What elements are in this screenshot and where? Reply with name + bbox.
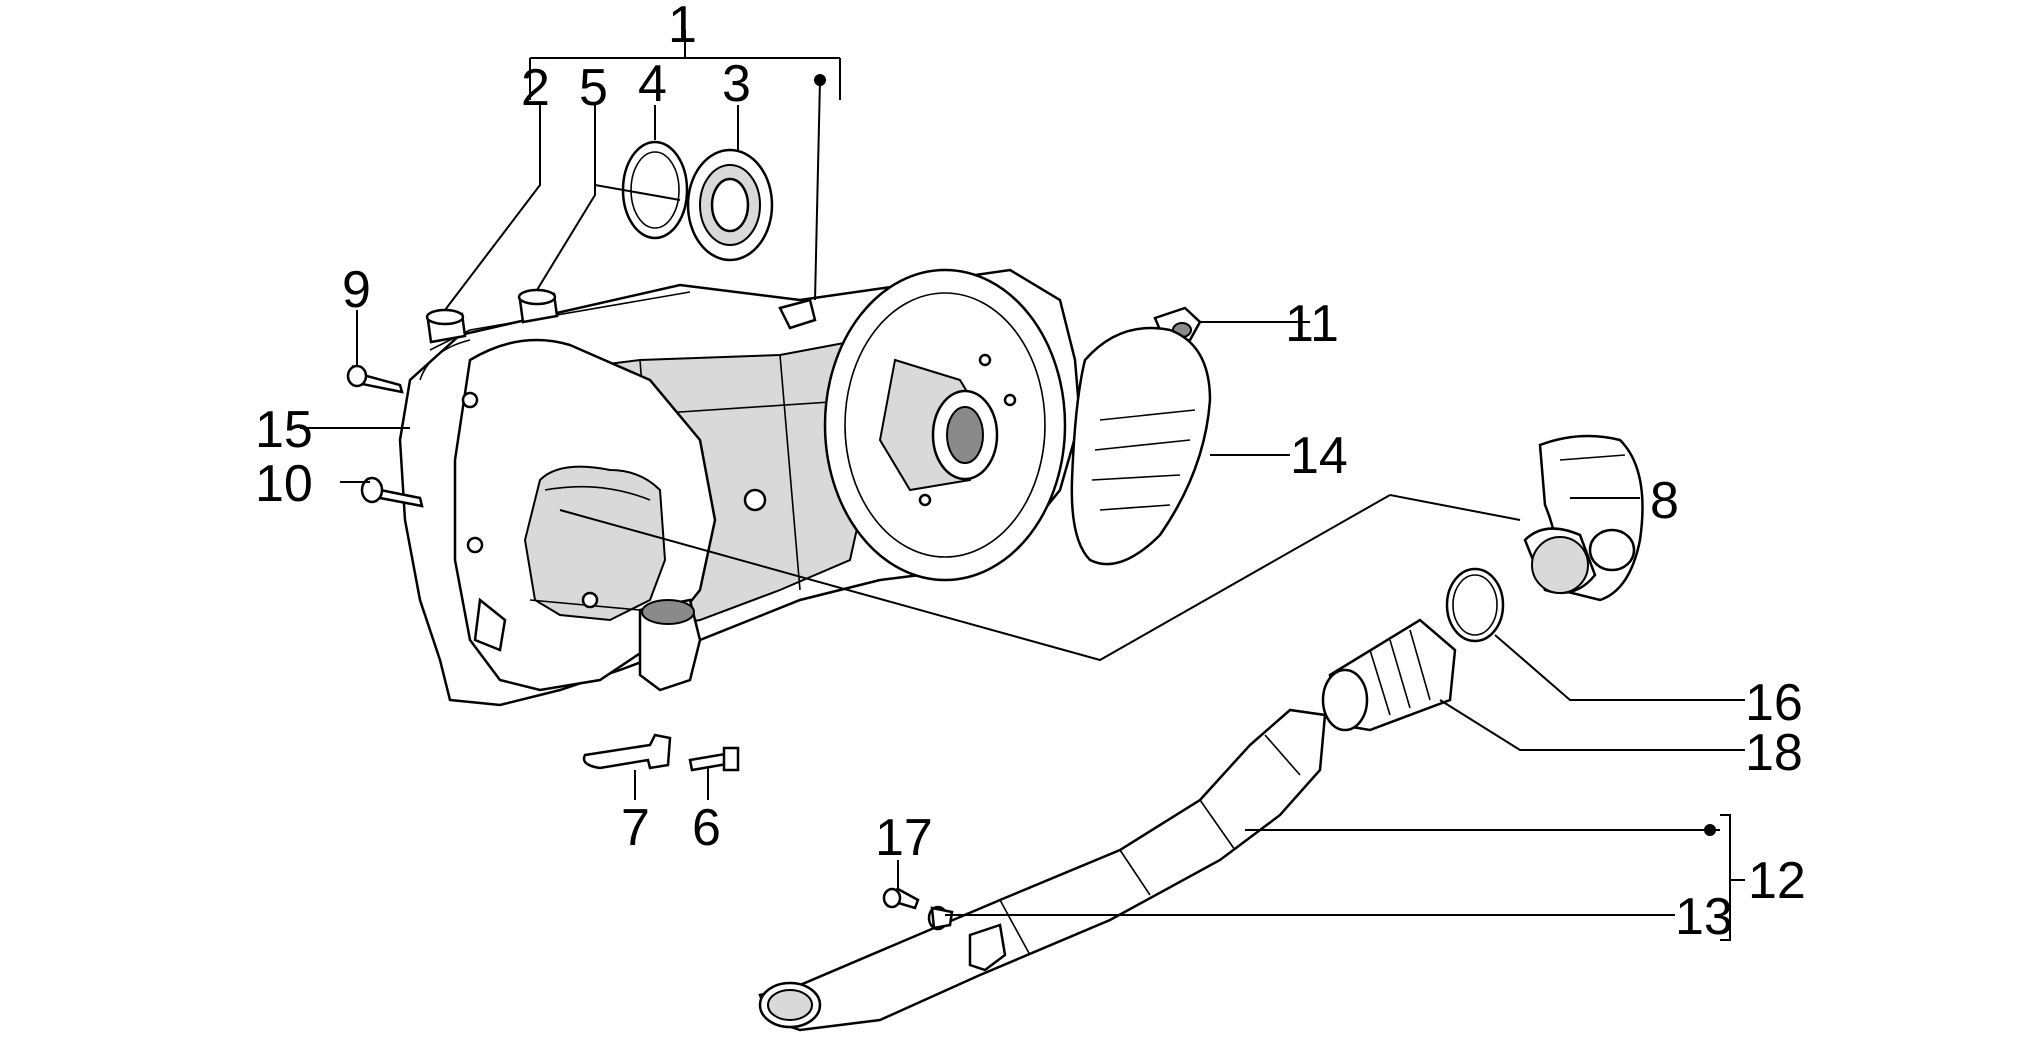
dowel-bushing-2: [425, 308, 467, 344]
callout-15: 15: [255, 401, 313, 459]
callout-12: 12: [1748, 852, 1806, 910]
screw-9: [346, 364, 404, 394]
bearing: [686, 148, 774, 262]
bellows-sleeve: [1321, 618, 1457, 732]
callout-6: 6: [692, 799, 721, 857]
callout-16: 16: [1745, 674, 1803, 732]
callout-3: 3: [722, 55, 751, 113]
callout-11: 11: [1285, 295, 1339, 353]
callout-4: 4: [638, 55, 667, 113]
callout-14: 14: [1290, 427, 1348, 485]
leader-lines: [300, 30, 1745, 941]
callout-5: 5: [579, 59, 608, 117]
snap-ring: [594, 140, 689, 240]
callout-9: 9: [342, 261, 371, 319]
callout-7: 7: [621, 799, 650, 857]
callout-18: 18: [1745, 724, 1803, 782]
hose-clamp: [1445, 567, 1505, 643]
callout-13: 13: [1675, 888, 1733, 946]
screw-10: [360, 476, 424, 508]
screw-17: [882, 887, 920, 910]
crankcase-cover: [398, 268, 1082, 707]
callout-labels: 1 2 3 4 5 6 7 8 9 10 11 12 13 14 15 16 1…: [255, 0, 1806, 946]
grommet: [927, 905, 954, 931]
callout-8: 8: [1650, 472, 1679, 530]
bracket: [582, 733, 672, 770]
dowel-bushing-5: [517, 288, 559, 324]
callout-1: 1: [668, 0, 697, 54]
bolt: [688, 746, 740, 772]
intake-elbow: [1523, 434, 1644, 602]
callout-17: 17: [875, 809, 933, 867]
cover-cap: [1070, 326, 1212, 566]
callout-10: 10: [255, 455, 313, 513]
intake-duct: [758, 708, 1327, 1032]
callout-2: 2: [521, 59, 550, 117]
